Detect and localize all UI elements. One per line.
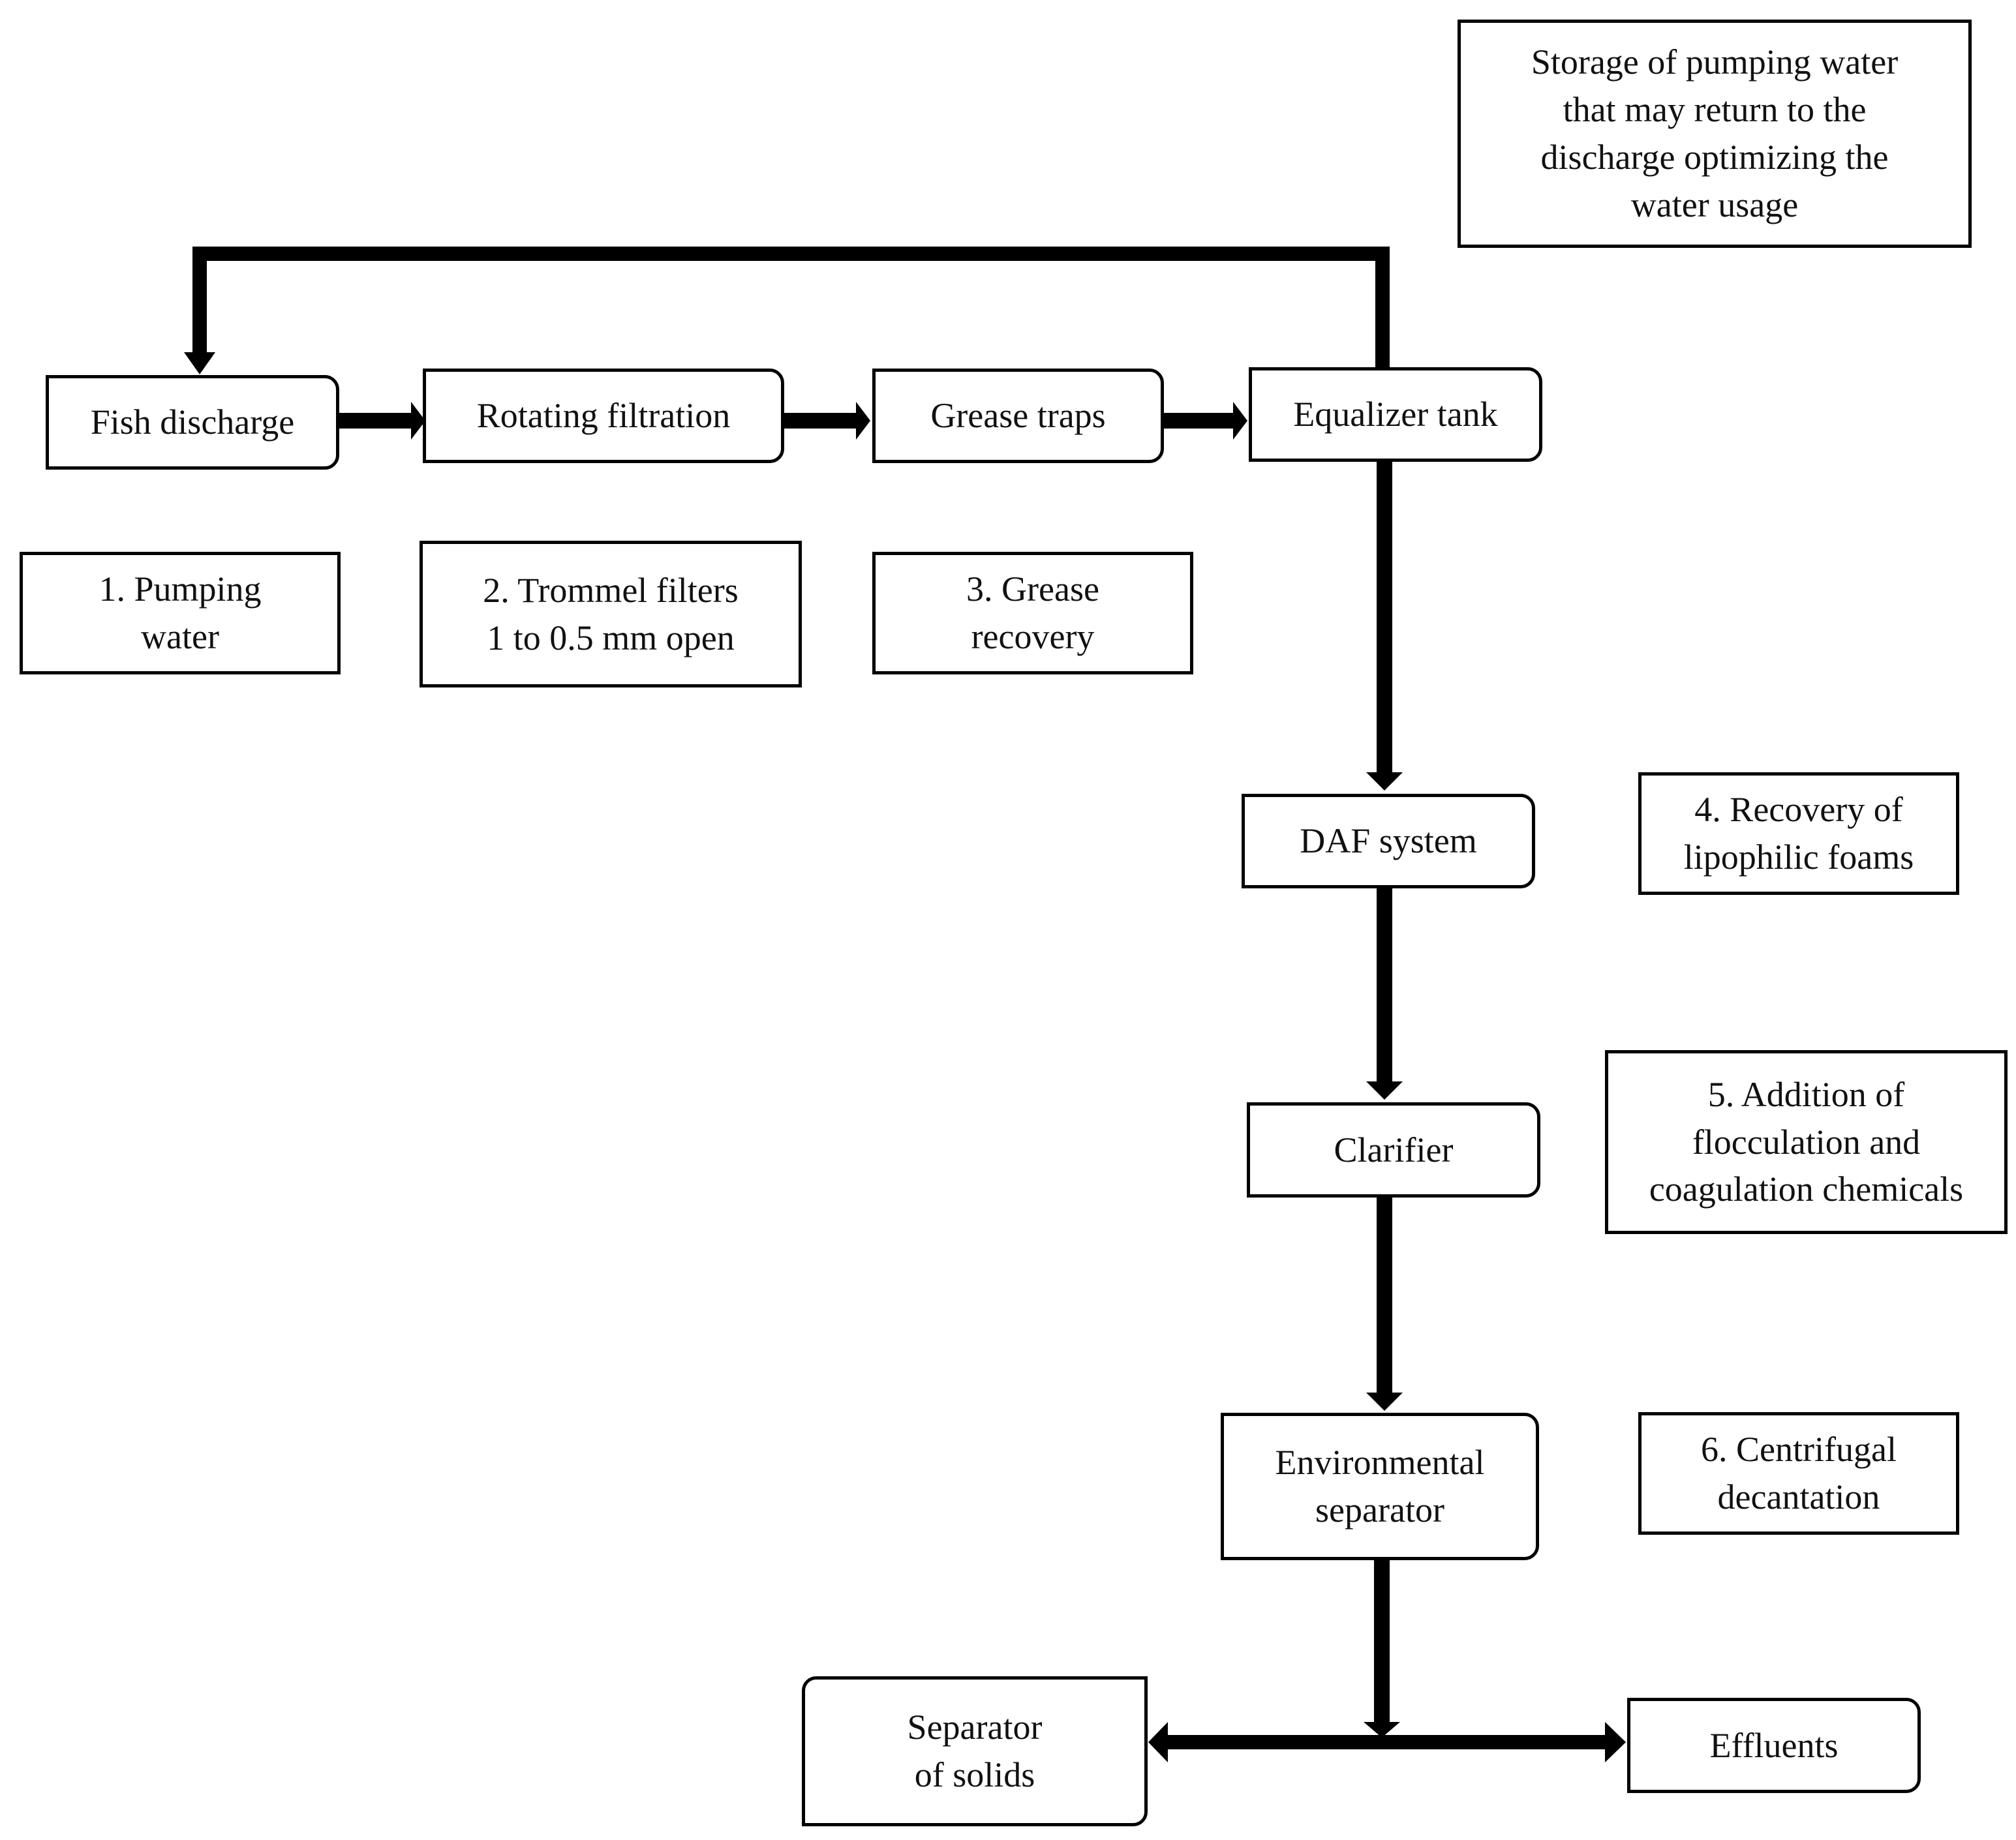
split-bar	[1161, 1735, 1611, 1749]
arrow-into-fish-discharge	[184, 352, 215, 374]
note-step-4: 4. Recovery of lipophilic foams	[1638, 772, 1959, 895]
note-step-5: 5. Addition of flocculation and coagulat…	[1605, 1050, 2008, 1234]
storage-note: Storage of pumping water that may return…	[1458, 20, 1972, 248]
node-environmental-separator: Environmental separator	[1221, 1413, 1539, 1560]
node-separator-of-solids: Separator of solids	[802, 1676, 1148, 1826]
node-grease-traps: Grease traps	[872, 369, 1164, 463]
node-fish-discharge: Fish discharge	[46, 375, 339, 470]
arrow-head-daf-clarifier	[1366, 1081, 1403, 1100]
node-clarifier: Clarifier	[1247, 1102, 1540, 1198]
arrow-head-3	[1233, 402, 1247, 440]
arrow-head-1	[411, 402, 425, 440]
arrow-shaft-daf-clarifier	[1377, 888, 1392, 1084]
return-line-down	[192, 247, 207, 354]
arrow-shaft-2	[784, 413, 859, 429]
note-step-1: 1. Pumping water	[20, 552, 341, 674]
arrow-head-equalizer-daf	[1366, 772, 1403, 791]
node-equalizer-tank: Equalizer tank	[1249, 367, 1542, 462]
arrow-shaft-equalizer-daf	[1377, 462, 1392, 775]
note-step-6: 6. Centrifugal decantation	[1638, 1412, 1959, 1535]
arrow-head-separator-solids	[1148, 1722, 1168, 1762]
split-stem	[1374, 1560, 1390, 1731]
node-rotating-filtration: Rotating filtration	[423, 369, 784, 463]
return-line-up	[1375, 247, 1390, 367]
note-step-3: 3. Grease recovery	[872, 552, 1193, 674]
node-effluents: Effluents	[1627, 1698, 1921, 1793]
arrow-head-effluents	[1605, 1722, 1626, 1762]
node-daf-system: DAF system	[1242, 794, 1535, 888]
arrow-shaft-1	[339, 413, 414, 429]
arrow-shaft-3	[1164, 413, 1236, 429]
arrow-head-2	[856, 402, 870, 440]
return-line-top	[192, 247, 1390, 261]
arrow-shaft-clarifier-envsep	[1377, 1198, 1392, 1395]
note-step-2: 2. Trommel filters 1 to 0.5 mm open	[420, 541, 802, 687]
split-stem-head	[1364, 1722, 1400, 1738]
arrow-head-clarifier-envsep	[1366, 1393, 1403, 1411]
